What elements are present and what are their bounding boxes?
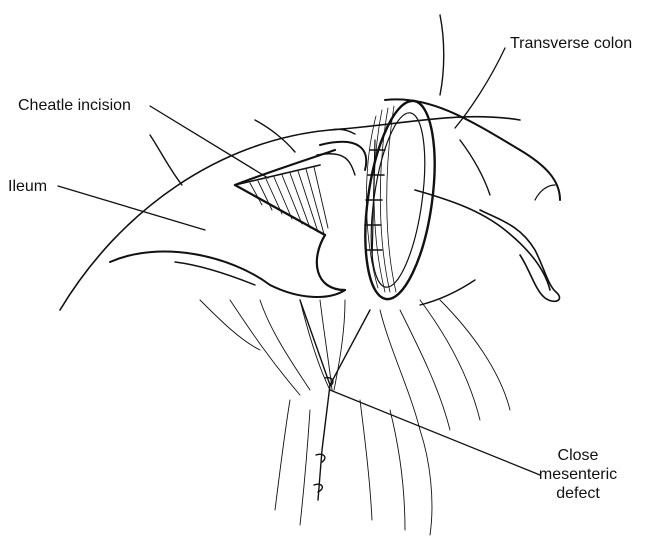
close-mesenteric-defect-line-3: defect xyxy=(523,484,633,503)
transverse-colon xyxy=(354,97,560,304)
close-mesenteric-defect-line-1: Close xyxy=(523,446,633,465)
ileum-label: Ileum xyxy=(8,177,47,196)
cheatle-incision-label: Cheatle incision xyxy=(18,96,131,115)
detail-strokes xyxy=(150,15,490,305)
mesentery xyxy=(200,300,510,535)
leader-ileum xyxy=(58,186,205,230)
leader-mesenteric-defect xyxy=(330,390,540,475)
close-mesenteric-defect-label: Close mesenteric defect xyxy=(523,446,633,503)
transverse-colon-label: Transverse colon xyxy=(510,34,632,53)
mesenteric-closure xyxy=(300,300,370,500)
ileum-loop xyxy=(110,142,366,297)
close-mesenteric-defect-line-2: mesenteric xyxy=(523,465,633,484)
